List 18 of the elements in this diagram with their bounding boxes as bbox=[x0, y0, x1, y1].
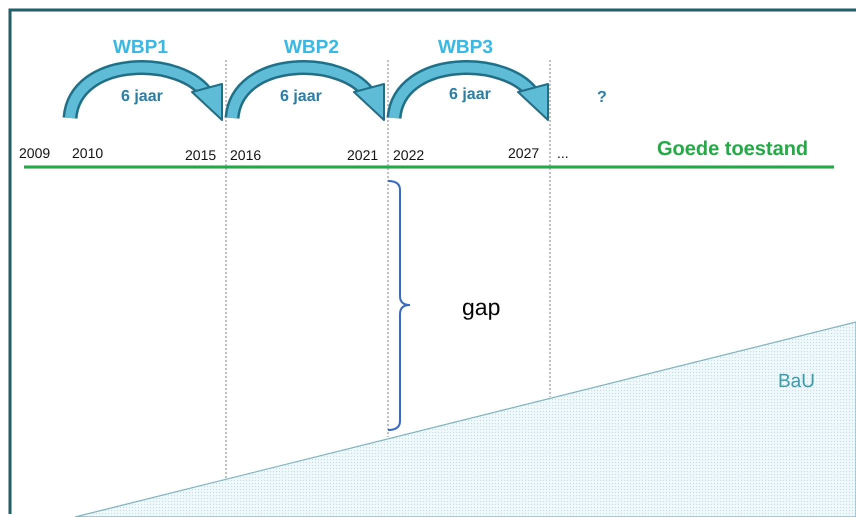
year-label: 2009 bbox=[19, 146, 50, 160]
year-label: 2027 bbox=[508, 146, 540, 160]
duration-label: 6 jaar bbox=[449, 87, 491, 103]
plan-label: WBP3 bbox=[438, 38, 493, 57]
duration-label: 6 jaar bbox=[280, 89, 322, 105]
gap-label: gap bbox=[462, 296, 500, 319]
goal-label: Goede toestand bbox=[657, 139, 808, 159]
bau-label: BaU bbox=[778, 372, 815, 391]
plan-label: WBP1 bbox=[113, 38, 168, 57]
question-mark: ? bbox=[597, 90, 607, 106]
year-label: 2022 bbox=[393, 148, 424, 162]
year-label: 2015 bbox=[185, 148, 216, 162]
duration-label: 6 jaar bbox=[121, 89, 163, 105]
year-label: 2016 bbox=[230, 148, 262, 162]
plan-label: WBP2 bbox=[284, 38, 339, 57]
year-label: 2021 bbox=[347, 148, 378, 162]
year-label: 2010 bbox=[72, 146, 104, 160]
ellipsis-label: ... bbox=[557, 146, 569, 160]
